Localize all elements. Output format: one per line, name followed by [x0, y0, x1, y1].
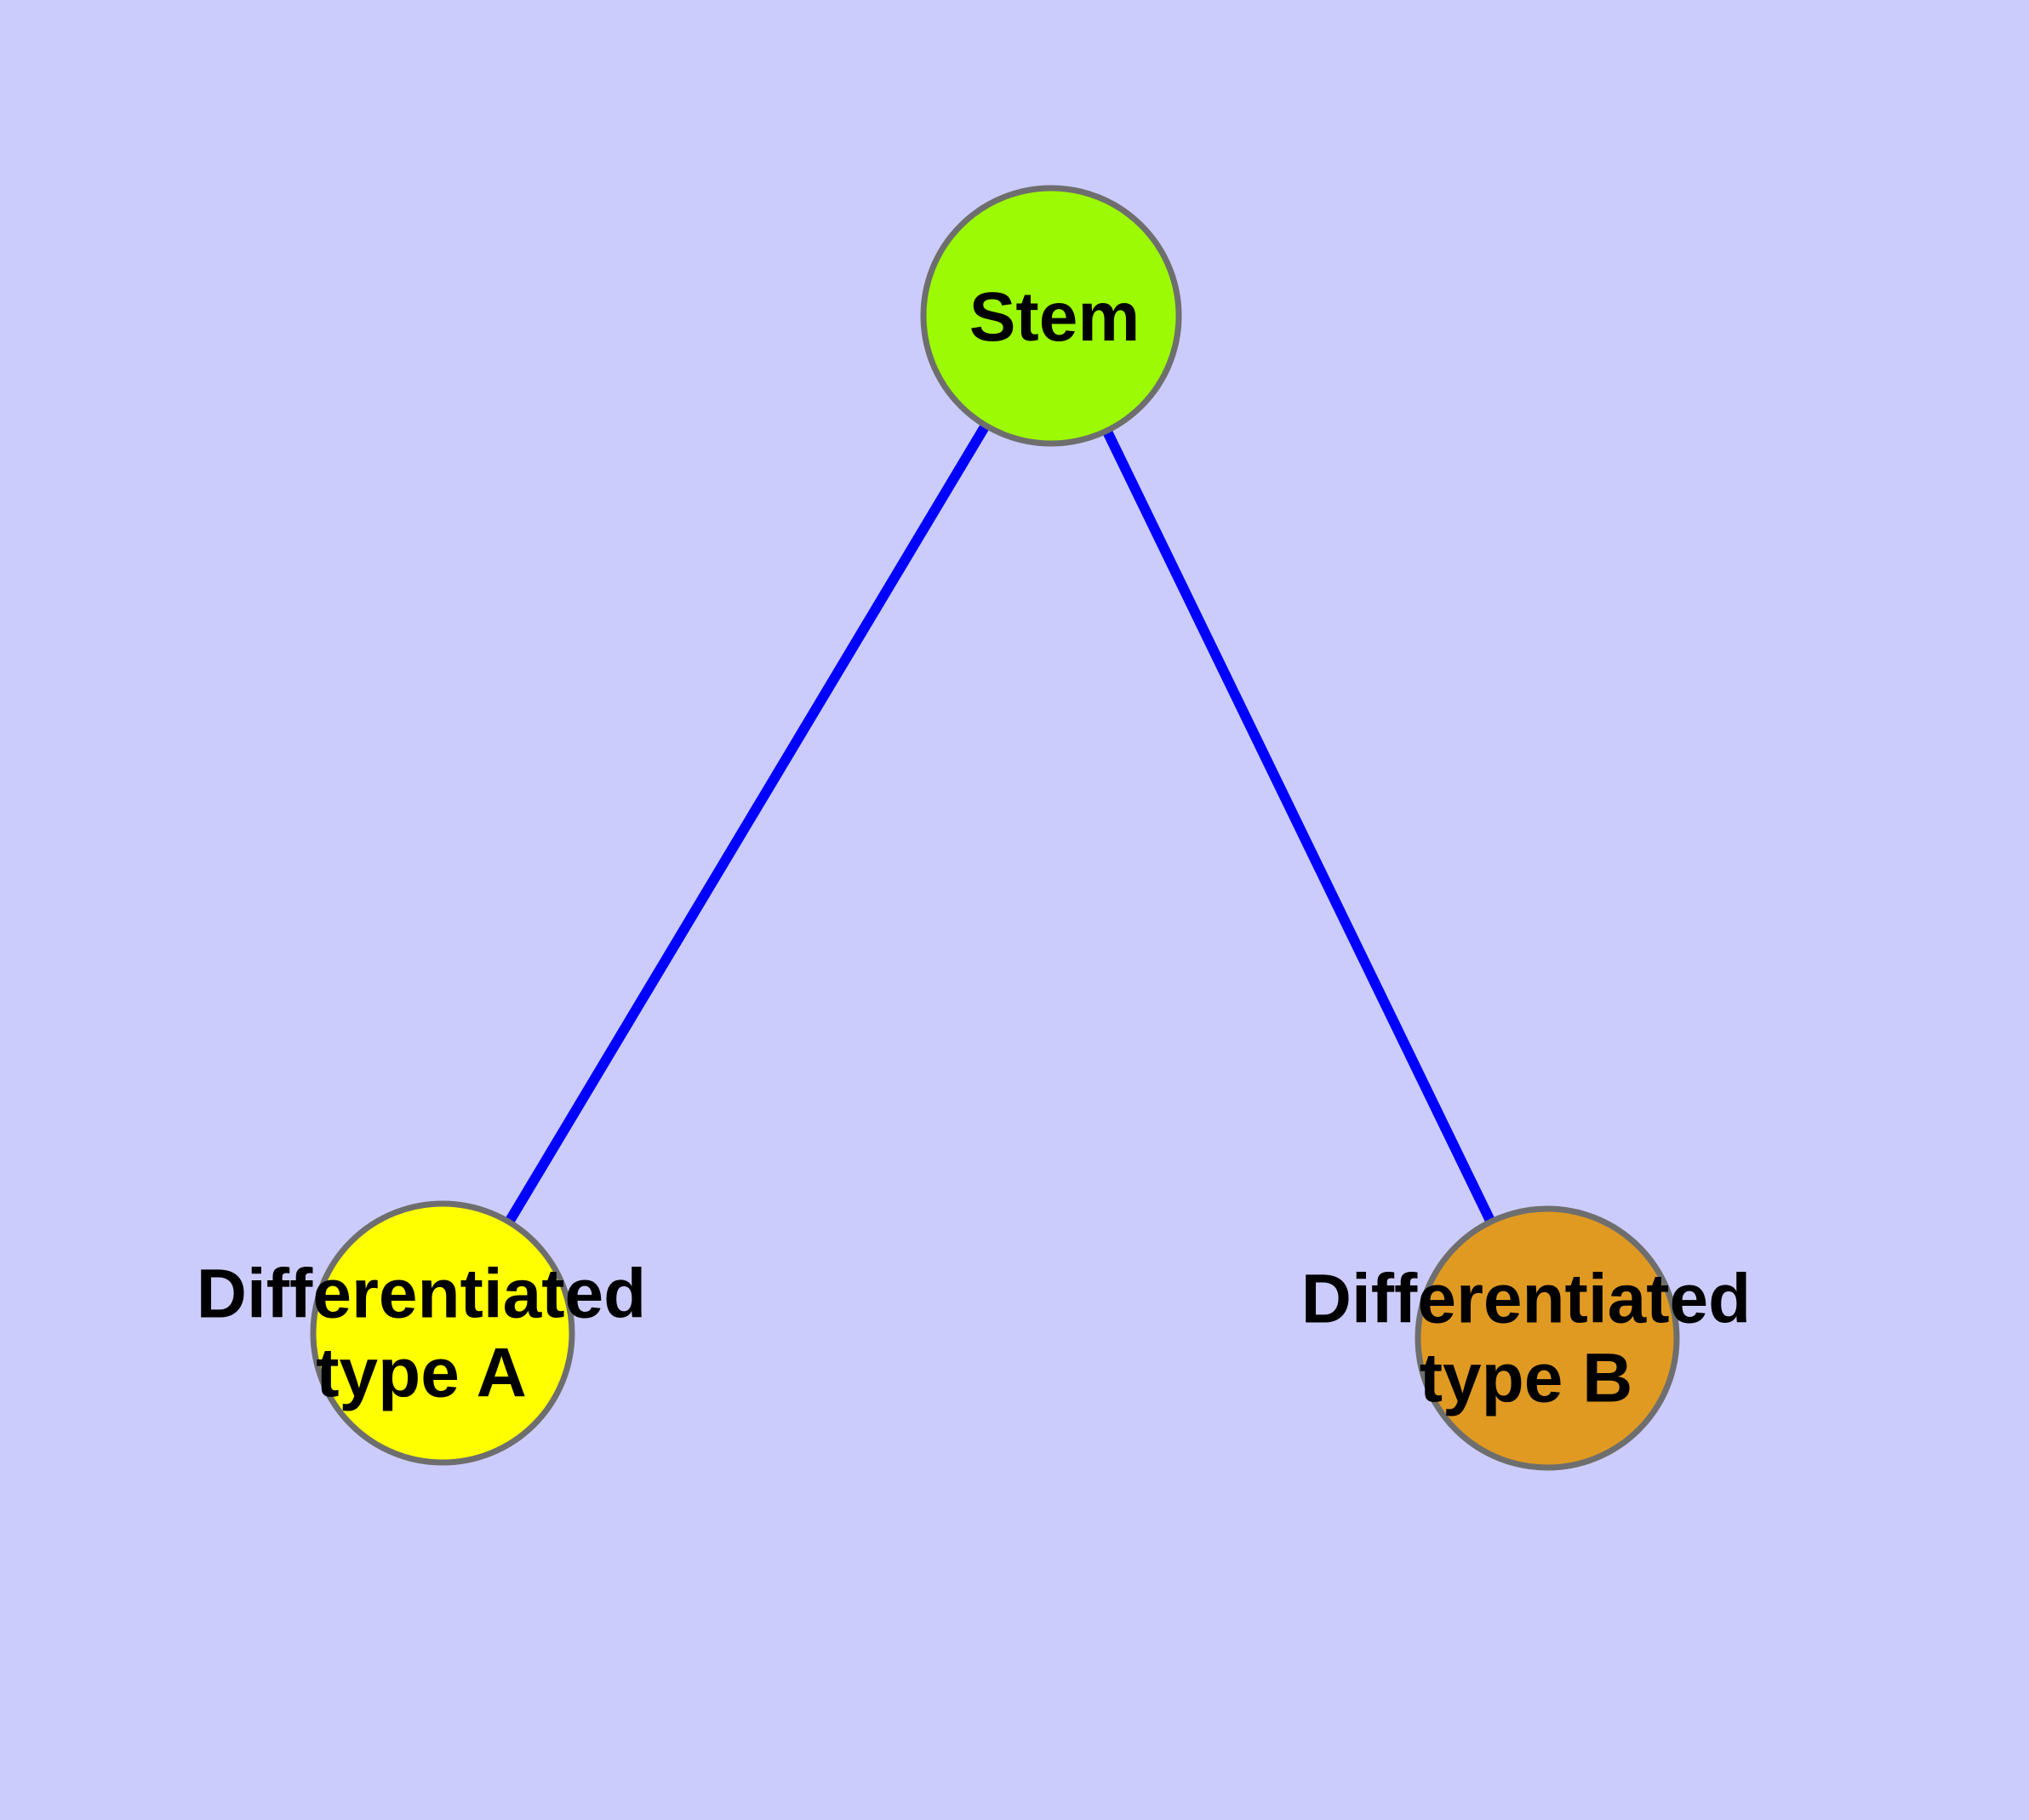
graph-edge-stem-to-diff-type-b[interactable]	[1046, 313, 1552, 1341]
node-label-line: Stem	[969, 278, 1140, 356]
node-label-line: Differentiated	[1301, 1260, 1752, 1337]
graph-edge-stem-to-diff-type-a[interactable]	[437, 312, 1056, 1336]
edges-layer	[437, 312, 1552, 1341]
node-circle-diff-type-b[interactable]	[1415, 1205, 1680, 1471]
node-label-line: type B	[1420, 1339, 1633, 1417]
graph-node-stem[interactable]: Stem	[920, 185, 1182, 447]
node-label-line: type A	[316, 1334, 527, 1411]
node-circle-diff-type-a[interactable]	[310, 1200, 575, 1466]
node-circle-stem[interactable]	[920, 185, 1182, 447]
node-label-stem: Stem	[969, 278, 1140, 356]
node-label-line: Differentiated	[197, 1255, 647, 1332]
